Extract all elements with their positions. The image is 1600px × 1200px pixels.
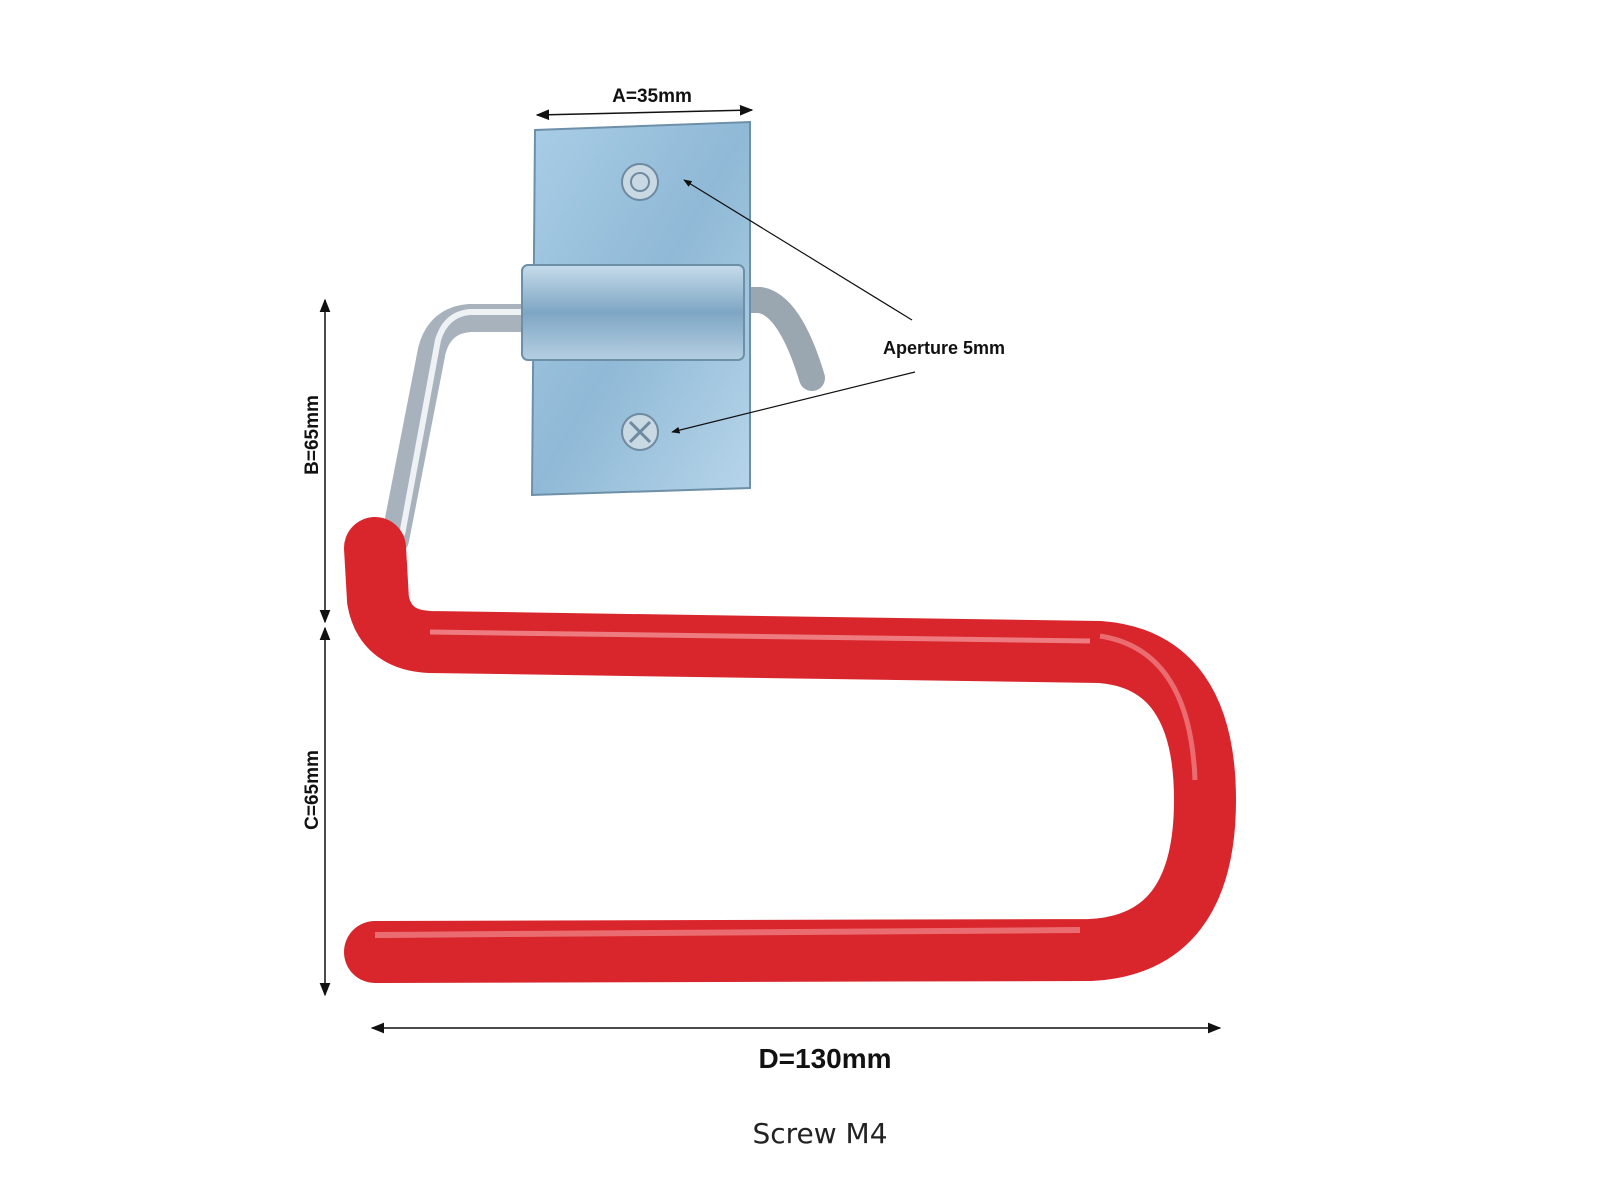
screw-top-icon	[621, 163, 659, 201]
aperture-leader-top	[683, 179, 913, 321]
red-tube	[344, 517, 1236, 983]
screw-bottom-icon	[621, 413, 659, 451]
caption: Screw M4	[752, 1117, 887, 1150]
aperture-leader-bottom	[671, 371, 916, 434]
dim-b-label: B=65mm	[302, 395, 323, 475]
plate-band	[521, 264, 745, 361]
dim-d-label: D=130mm	[758, 1043, 891, 1074]
aperture-label: Aperture 5mm	[883, 338, 1005, 358]
dim-c-label: C=65mm	[302, 750, 323, 830]
dim-a-label: A=35mm	[612, 86, 692, 107]
steel-wire-right	[707, 287, 825, 391]
steel-wire-left	[381, 304, 554, 554]
dim-a-arrow	[535, 104, 754, 121]
